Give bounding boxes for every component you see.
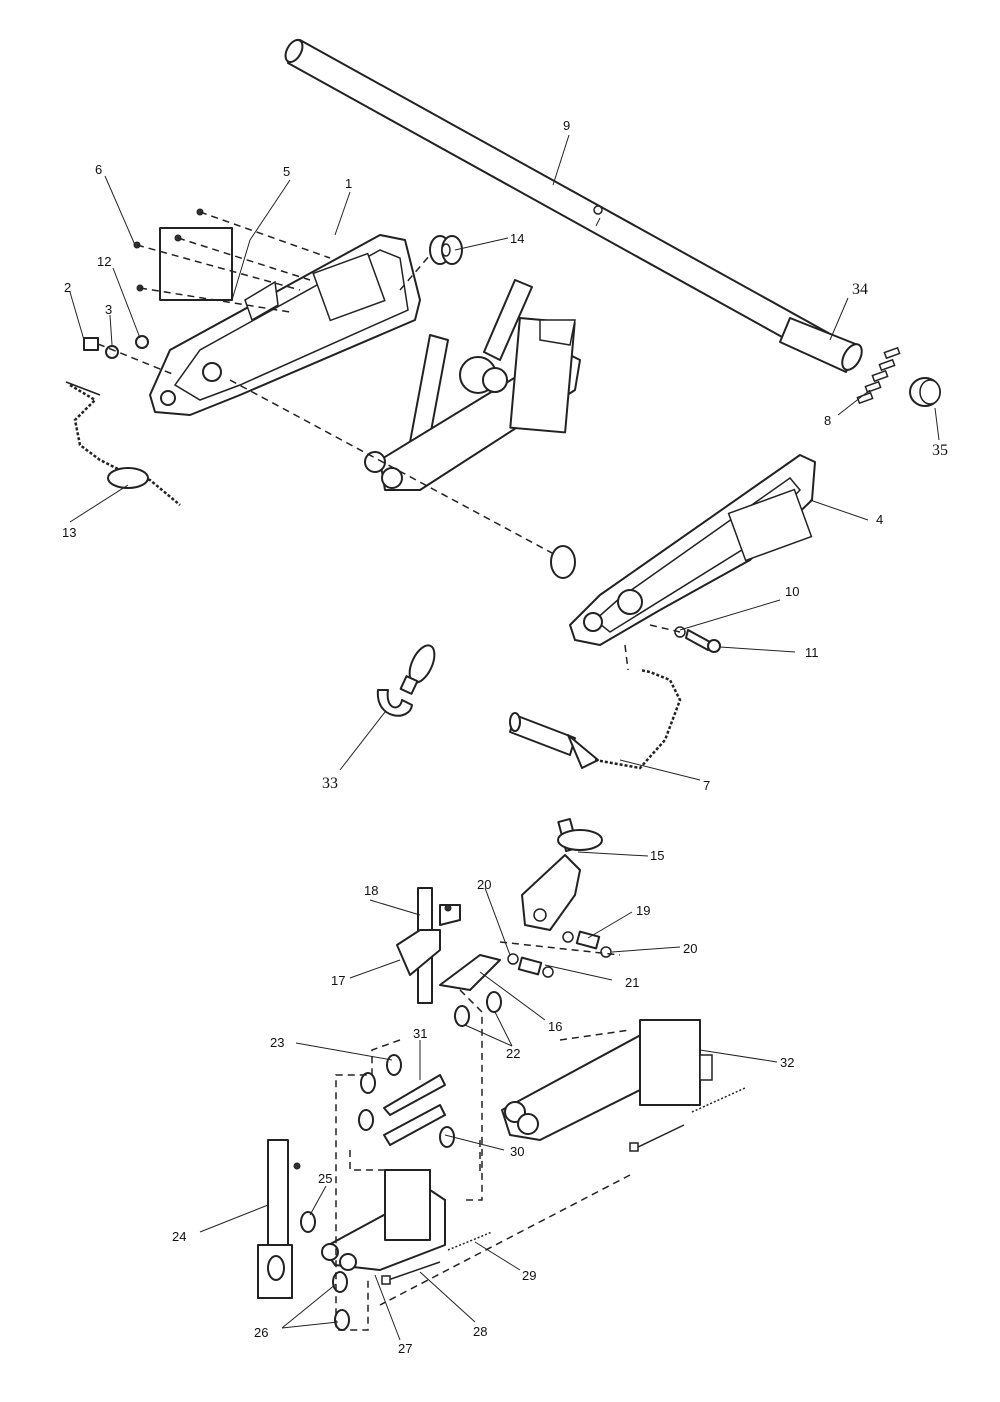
lower-frame (501, 1019, 713, 1141)
release-lever (521, 817, 603, 931)
label-part-23: 23 (270, 1035, 284, 1050)
rollers-22 (454, 991, 502, 1027)
leader-lines (69, 134, 940, 1341)
label-part-4: 4 (876, 512, 883, 527)
label-part-20-b: 20 (683, 941, 697, 956)
handle-tube (284, 38, 863, 373)
label-part-14: 14 (510, 231, 524, 246)
label-part-11: 11 (805, 645, 819, 660)
upper-lever-arm (396, 887, 461, 1004)
label-part-16: 16 (548, 1019, 562, 1034)
label-part-24: 24 (172, 1229, 186, 1244)
label-part-17: 17 (331, 973, 345, 988)
label-part-27: 27 (398, 1341, 412, 1356)
pull-pin-upper (629, 1124, 685, 1152)
label-part-30: 30 (510, 1144, 524, 1159)
label-part-12: 12 (97, 254, 111, 269)
label-part-25: 25 (318, 1171, 332, 1186)
lower-mechanism (321, 1169, 446, 1271)
right-side-plate (550, 454, 816, 646)
label-part-3: 3 (105, 302, 112, 317)
label-part-26: 26 (254, 1325, 268, 1340)
spring-lower (447, 1231, 493, 1251)
label-part-10: 10 (785, 584, 799, 599)
label-part-28: 28 (473, 1324, 487, 1339)
label-part-9: 9 (563, 118, 570, 133)
label-part-18: 18 (364, 883, 378, 898)
label-part-32: 32 (780, 1055, 794, 1070)
label-part-1: 1 (345, 176, 352, 191)
label-part-15: 15 (650, 848, 664, 863)
pull-pin-lower (381, 1261, 441, 1285)
pins-and-cap (856, 346, 941, 407)
bolt-washer-right (649, 624, 721, 653)
lower-lever-arm (257, 1139, 301, 1299)
label-part-20-a: 20 (477, 877, 491, 892)
label-part-21: 21 (625, 975, 639, 990)
label-part-33: 33 (322, 775, 338, 792)
link-plates-30-31 (358, 1054, 455, 1148)
part-labels: 1 2 3 4 5 6 7 8 9 10 11 12 13 14 15 16 1… (62, 118, 948, 1356)
rollers-25-26 (300, 1211, 350, 1331)
label-part-7: 7 (703, 778, 710, 793)
label-part-6: 6 (95, 162, 102, 177)
label-part-13: 13 (62, 525, 76, 540)
label-part-5: 5 (283, 164, 290, 179)
label-part-2: 2 (64, 280, 71, 295)
hook (376, 644, 436, 717)
cover-plate (133, 208, 331, 313)
label-part-19: 19 (636, 903, 650, 918)
bushing (429, 235, 463, 265)
pins-and-rings (499, 930, 621, 978)
label-part-22: 22 (506, 1046, 520, 1061)
bolt-washer-nut (83, 335, 176, 376)
safety-chain-pin (65, 381, 181, 506)
label-part-8: 8 (824, 413, 831, 428)
locking-pin-chain (509, 644, 682, 770)
central-mechanism (364, 279, 581, 491)
spring-upper (691, 1087, 746, 1113)
link-plate (439, 954, 501, 991)
label-part-31: 31 (413, 1026, 427, 1041)
left-side-plate (149, 234, 421, 416)
label-part-34: 34 (852, 281, 868, 298)
label-part-35: 35 (932, 442, 948, 459)
label-part-29: 29 (522, 1268, 536, 1283)
